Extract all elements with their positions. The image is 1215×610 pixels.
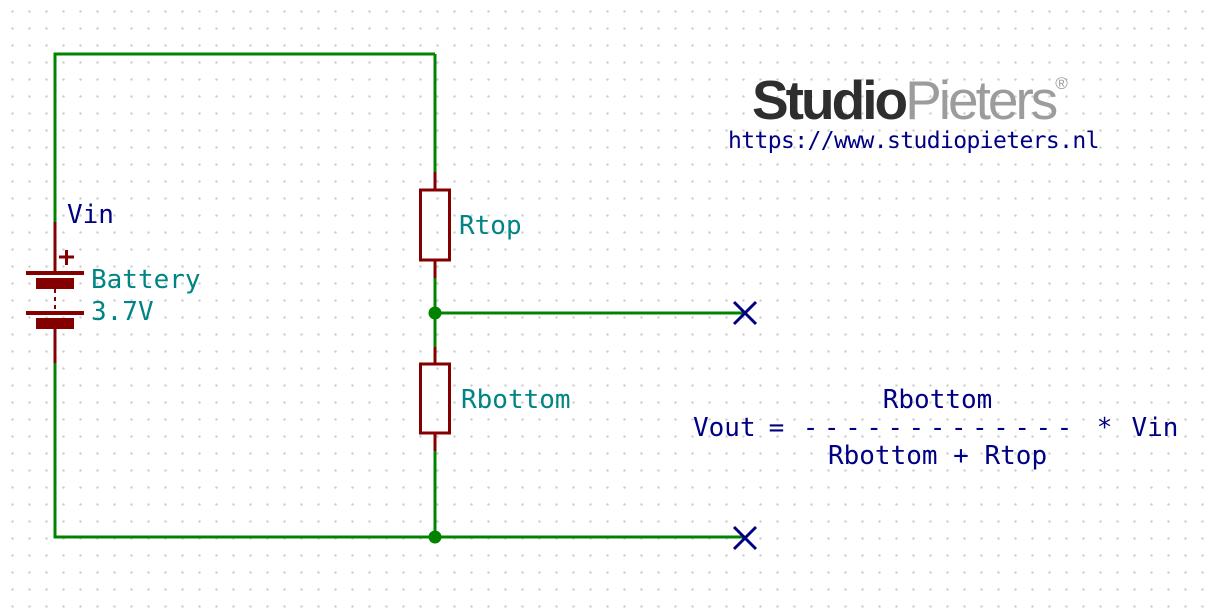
no-connect-icon-vout <box>732 300 758 326</box>
battery-plate-short-1 <box>36 278 74 289</box>
battery-name-label: Battery <box>91 265 201 295</box>
junction-dot-gnd <box>428 530 442 544</box>
battery-plate-short-2 <box>36 318 74 329</box>
battery-value-label: 3.7V <box>91 297 154 327</box>
studiopieters-logo: StudioPieters® <box>752 56 1068 128</box>
net-label-vin: Vin <box>67 200 114 230</box>
resistor-rtop-symbol <box>419 188 451 262</box>
formula-numerator: Rbottom <box>882 385 993 415</box>
component-pins <box>53 172 437 451</box>
formula-lhs: Vout <box>693 413 756 443</box>
junction-dot-vout <box>428 306 442 320</box>
battery-symbol <box>26 250 84 329</box>
formula-denominator: Rbottom + Rtop <box>827 441 1048 471</box>
logo-studio-text: Studio <box>752 69 908 131</box>
formula-rhs: Vin <box>1131 413 1179 443</box>
formula-operator: * <box>1096 413 1113 443</box>
logo-pieters-text: Pieters <box>905 69 1058 131</box>
plus-icon <box>59 250 74 265</box>
registered-trademark-icon: ® <box>1055 74 1068 93</box>
voltage-divider-formula: Vout = Rbottom ------------- Rbottom + R… <box>693 386 1178 470</box>
website-url: https://www.studiopieters.nl <box>728 128 1100 154</box>
rtop-label: Rtop <box>459 211 522 241</box>
no-connect-icon-gnd <box>732 525 758 551</box>
rbottom-label: Rbottom <box>461 385 571 415</box>
formula-fraction-bar: ------------- <box>802 413 1078 443</box>
formula-equals: = <box>768 413 785 443</box>
wires <box>53 52 745 539</box>
formula-fraction: Rbottom ------------- Rbottom + Rtop <box>797 386 1078 470</box>
resistor-rbottom-symbol <box>419 362 451 435</box>
